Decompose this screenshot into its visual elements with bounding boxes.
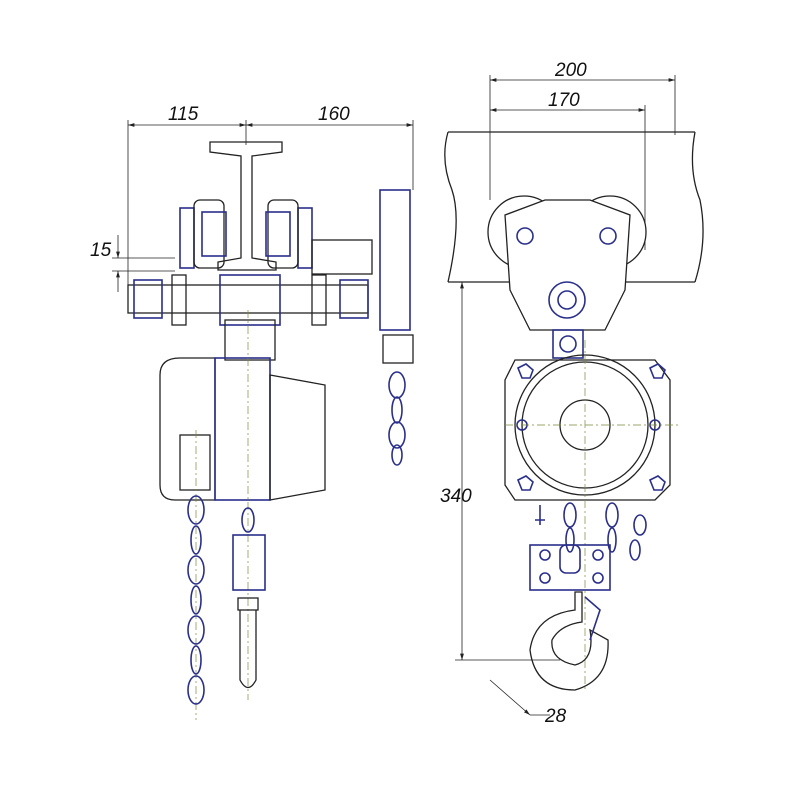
trolley-plate	[487, 195, 647, 359]
dimension-170: 170	[490, 90, 646, 250]
hoist-body	[159, 310, 326, 720]
hoist-body-front	[504, 340, 680, 690]
hook	[529, 591, 609, 691]
dimension-28: 28	[489, 679, 567, 727]
i-beam-section	[209, 141, 283, 271]
load-hook-side	[232, 507, 266, 689]
dim-label-160: 160	[318, 104, 350, 125]
side-view: 115 160 15	[90, 104, 414, 720]
trolley-hand-chain	[379, 189, 414, 466]
dim-label-200: 200	[554, 60, 587, 81]
dimension-160: 160	[246, 104, 414, 190]
dim-label-340: 340	[440, 486, 472, 507]
hook-block	[529, 544, 611, 591]
dim-label-28: 28	[544, 706, 567, 727]
front-view: 200 170 340 28	[440, 60, 704, 727]
load-chain-front	[535, 502, 647, 561]
dimension-200: 200	[489, 60, 676, 200]
dimension-15: 15	[90, 235, 175, 292]
dim-label-115: 115	[168, 104, 199, 125]
hand-chain-left	[187, 495, 205, 705]
trolley-wheels	[179, 199, 373, 275]
dim-label-15: 15	[90, 240, 112, 261]
dim-label-170: 170	[548, 90, 580, 111]
dimension-115: 115	[127, 104, 247, 290]
